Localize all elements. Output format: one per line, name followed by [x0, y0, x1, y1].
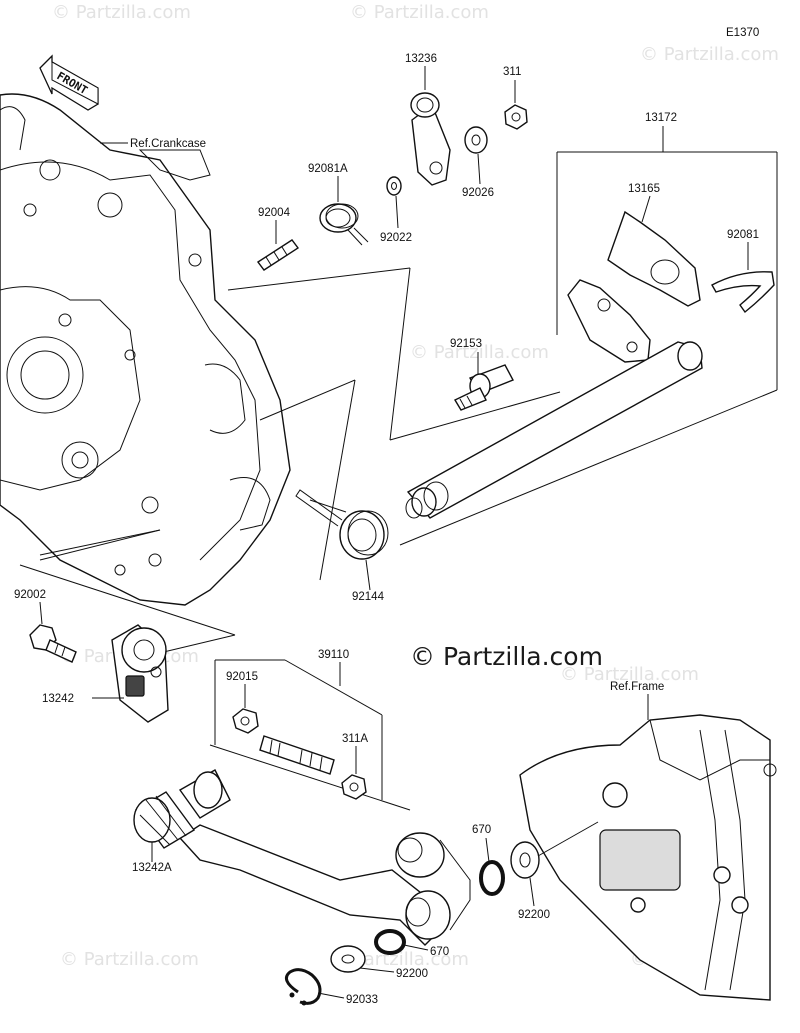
leader-line — [359, 967, 395, 973]
part-92081a-spring[interactable] — [319, 203, 369, 246]
part-92200-washer[interactable] — [330, 945, 366, 973]
part-92033-circlip[interactable] — [284, 968, 322, 1006]
watermark: © Partzilla.com — [60, 949, 199, 970]
part-13242a-shift-pedal[interactable] — [133, 769, 471, 946]
part-label-92081a[interactable]: 92081A — [308, 163, 348, 175]
part-92144-spring[interactable] — [295, 489, 389, 560]
part-92004-stud[interactable] — [256, 239, 300, 271]
partzilla-brand: © Partzilla.com — [410, 642, 603, 671]
ref-crankcase-label: Ref.Crankcase — [130, 138, 206, 150]
watermark: © Partzilla.com — [330, 949, 469, 970]
part-92026-washer[interactable] — [464, 126, 488, 154]
part-label-92081[interactable]: 92081 — [727, 229, 759, 241]
watermark: © Partzilla.com — [640, 44, 779, 65]
part-label-13165[interactable]: 13165 — [628, 183, 660, 195]
leader-line — [317, 992, 345, 999]
part-label-311[interactable]: 311 — [503, 66, 521, 78]
watermark: © Partzilla.com — [410, 342, 549, 363]
part-label-311a[interactable]: 311A — [342, 733, 368, 745]
ref-frame-label: Ref.Frame — [610, 681, 664, 693]
part-92081-spring[interactable] — [711, 271, 775, 314]
leader-line — [485, 837, 490, 863]
bracket-39110 — [214, 659, 383, 800]
part-label-92026[interactable]: 92026 — [462, 187, 494, 199]
part-label-92002[interactable]: 92002 — [14, 589, 46, 601]
part-92022-washer[interactable] — [386, 176, 402, 196]
part-label-13242[interactable]: 13242 — [42, 693, 74, 705]
frame-drawing — [519, 714, 777, 1001]
part-label-92015[interactable]: 92015 — [226, 671, 258, 683]
part-label-13172[interactable]: 13172 — [645, 112, 677, 124]
leader-line — [529, 877, 535, 907]
part-label-92144[interactable]: 92144 — [352, 591, 385, 603]
part-label-92153[interactable]: 92153 — [450, 338, 482, 350]
part-311-nut[interactable] — [504, 104, 528, 130]
leader-line — [39, 601, 43, 625]
part-92015-nut[interactable] — [232, 708, 259, 734]
part-label-13242a[interactable]: 13242A — [132, 862, 172, 874]
part-92153-bolt[interactable] — [454, 364, 514, 411]
watermark: © Partzilla.com — [52, 2, 191, 23]
part-label-92022[interactable]: 92022 — [380, 232, 412, 244]
part-label-92200[interactable]: 92200 — [518, 909, 550, 921]
part-label-92200[interactable]: 92200 — [396, 968, 428, 980]
bracket-13172 — [399, 126, 778, 546]
leader-line — [641, 195, 651, 223]
part-label-670[interactable]: 670 — [472, 824, 491, 836]
diagram-code: E1370 — [726, 27, 759, 39]
leader-line — [537, 821, 599, 857]
part-13165-plate[interactable] — [607, 210, 701, 307]
part-13242-lever-clamp[interactable] — [111, 624, 169, 723]
part-label-13236[interactable]: 13236 — [405, 53, 437, 65]
part-label-670[interactable]: 670 — [430, 946, 449, 958]
part-label-92033[interactable]: 92033 — [346, 994, 378, 1006]
part-670-o-ring[interactable] — [479, 860, 505, 896]
part-92200-washer[interactable] — [510, 841, 540, 879]
part-92002-bolt[interactable] — [29, 624, 77, 663]
projection-lines — [19, 267, 561, 811]
front-direction-arrow: FRONT — [39, 54, 99, 111]
part-label-39110[interactable]: 39110 — [318, 649, 349, 661]
watermark: © Partzilla.com — [350, 2, 489, 23]
leader-line — [365, 559, 371, 591]
watermark: © Partzilla.com — [560, 664, 699, 685]
crankcase-drawing — [0, 93, 291, 606]
part-13236-shift-arm[interactable] — [410, 92, 451, 186]
part-label-92004[interactable]: 92004 — [258, 207, 291, 219]
part-670-o-ring[interactable] — [374, 929, 406, 955]
part-311a-nut[interactable] — [341, 774, 367, 800]
leader-line — [395, 195, 399, 229]
leader-line — [477, 153, 481, 185]
part-39110-tie-rod[interactable] — [259, 735, 335, 775]
leader-line — [403, 944, 429, 951]
part-13172-shift-shaft[interactable] — [405, 279, 703, 519]
